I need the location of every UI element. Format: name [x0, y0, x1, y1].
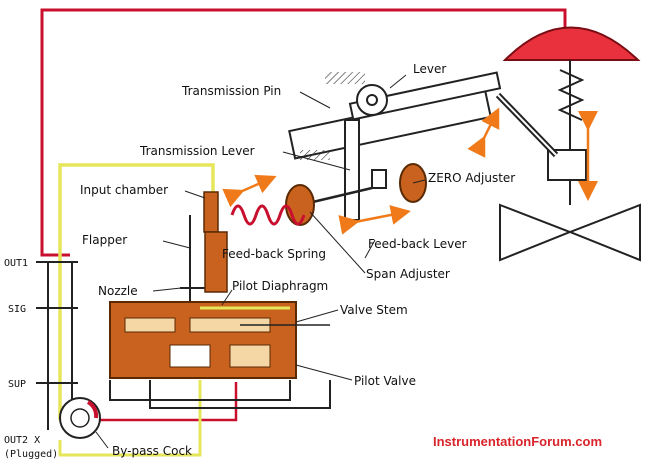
label-transmission-pin: Transmission Pin — [181, 84, 281, 98]
pilot-outlet-lines-2 — [149, 380, 331, 409]
signal-line-lower — [100, 382, 238, 422]
mount-hatch-2 — [300, 150, 330, 160]
lever-block — [371, 169, 387, 189]
label-feedback-lever: Feed-back Lever — [368, 237, 467, 251]
pilot-outlet-lines — [109, 380, 291, 401]
port-sig: SIG — [8, 304, 26, 315]
supply-line-lower — [58, 380, 202, 457]
feedback-spring — [230, 204, 306, 226]
label-zero-adjuster: ZERO Adjuster — [428, 171, 515, 185]
feedback-lever — [344, 119, 360, 221]
label-span-adjuster: Span Adjuster — [366, 267, 450, 281]
actuator-dome — [502, 26, 641, 61]
label-lever: Lever — [413, 62, 446, 76]
mount-hatch — [325, 72, 365, 84]
label-pilot-diaphragm: Pilot Diaphragm — [232, 279, 328, 293]
supply-line — [58, 163, 215, 420]
motion-arrow — [467, 107, 500, 158]
watermark: InstrumentationForum.com — [433, 434, 602, 449]
port-out1: OUT1 — [4, 258, 28, 269]
input-chamber — [203, 191, 219, 233]
label-valve-stem: Valve Stem — [340, 303, 408, 317]
label-transmission-lever: Transmission Lever — [139, 144, 255, 158]
control-valve-body — [499, 203, 641, 262]
label-nozzle: Nozzle — [98, 284, 138, 298]
motion-arrow — [222, 174, 277, 208]
motion-arrow — [338, 205, 411, 235]
actuator-spring — [557, 69, 585, 121]
port-out2: OUT2 X — [4, 435, 40, 446]
label-bypass-cock: By-pass Cock — [112, 444, 192, 458]
transmission-pin — [366, 94, 378, 106]
signal-line — [40, 8, 567, 257]
label-pilot-valve: Pilot Valve — [354, 374, 416, 388]
label-input-chamber: Input chamber — [80, 183, 168, 197]
port-sup: SUP — [8, 379, 26, 390]
main-lever-bar — [348, 71, 502, 121]
span-adjuster-wheel — [285, 184, 315, 226]
label-feedback-spring: Feed-back Spring — [222, 247, 326, 261]
port-out2-note: (Plugged) — [4, 449, 58, 460]
pilot-tower — [204, 231, 228, 293]
label-flapper: Flapper — [82, 233, 127, 247]
